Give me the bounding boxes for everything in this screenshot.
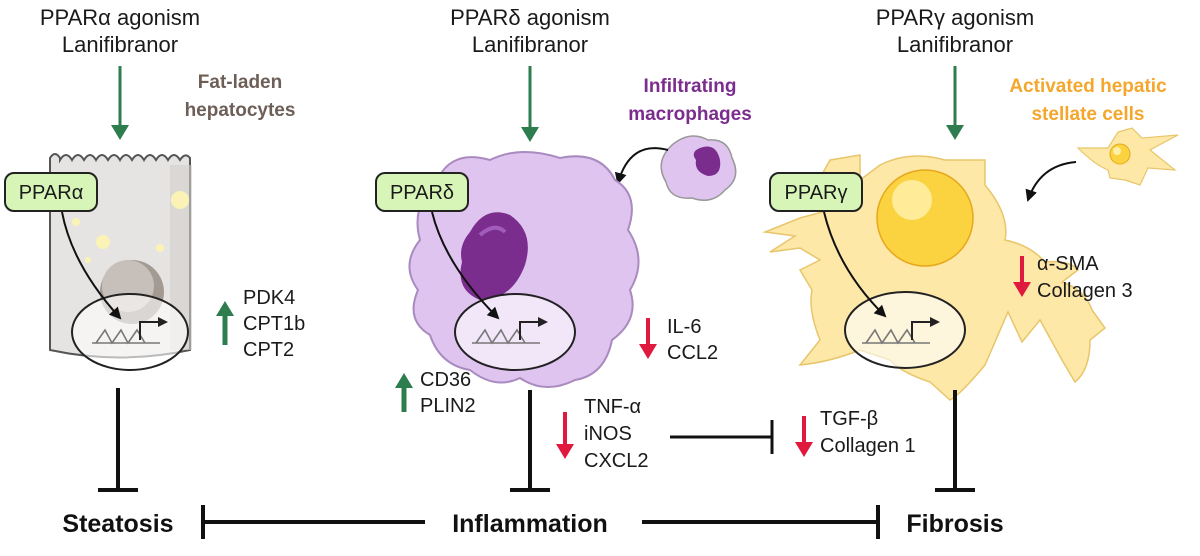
receptor-box-alpha	[4, 172, 98, 212]
outcome-steatosis: Steatosis	[62, 510, 173, 538]
small-stellate-icon	[1076, 127, 1179, 186]
agonism-label-alpha: PPARα agonism	[40, 5, 200, 30]
outcomes-row: Steatosis Inflammation Fibrosis	[62, 505, 1004, 539]
nucleus-ellipse-gamma	[844, 291, 966, 369]
nucleus-ellipse-alpha	[71, 293, 189, 371]
receptor-label-delta: PPARδ	[390, 182, 454, 204]
column-macrophage: PPARδ agonism Lanifibranor Infiltrating …	[375, 5, 774, 492]
up-gene-delta-2: PLIN2	[420, 395, 476, 417]
stellate-cell-icon	[762, 154, 1107, 401]
agonist-arrowhead-alpha	[111, 125, 129, 140]
down-gene-gamma-b-1: TGF-β	[820, 408, 878, 430]
up-gene-alpha-3: CPT2	[243, 339, 294, 361]
down-gene-delta-b-3: CXCL2	[584, 450, 648, 472]
outcome-inflammation: Inflammation	[452, 510, 608, 538]
hepatocyte-icon	[49, 153, 192, 371]
receptor-box-delta	[375, 172, 469, 212]
cell-label-stellate-2: stellate cells	[1031, 104, 1144, 125]
cell-label-hepatocytes-1: Fat-laden	[198, 72, 282, 93]
up-gene-alpha-1: PDK4	[243, 287, 295, 309]
dna-icon	[92, 328, 160, 345]
drug-label-delta: Lanifibranor	[472, 32, 588, 57]
cell-label-macrophages-1: Infiltrating	[644, 76, 737, 97]
receptor-label-gamma: PPARγ	[785, 182, 848, 204]
small-macrophage-icon	[660, 135, 737, 201]
receptor-box-gamma	[769, 172, 863, 212]
cell-label-macrophages-2: macrophages	[628, 104, 752, 125]
cell-label-stellate-1: Activated hepatic	[1009, 76, 1167, 97]
down-gene-gamma-a-1: α-SMA	[1037, 253, 1099, 275]
up-gene-alpha-2: CPT1b	[243, 313, 305, 335]
agonism-label-delta: PPARδ agonism	[450, 5, 610, 30]
column-stellate: PPARγ agonism Lanifibranor Activated hep…	[762, 5, 1179, 492]
column-hepatocyte: PPARα agonism Lanifibranor Fat-laden hep…	[4, 5, 305, 492]
down-gene-gamma-b-2: Collagen 1	[820, 435, 916, 457]
down-gene-gamma-a-2: Collagen 3	[1037, 280, 1133, 302]
drug-label-alpha: Lanifibranor	[62, 32, 178, 57]
up-gene-delta-1: CD36	[420, 369, 471, 391]
macrophage-icon	[408, 150, 640, 388]
down-gene-delta-b-2: iNOS	[584, 423, 632, 445]
receptor-label-alpha: PPARα	[19, 182, 84, 204]
cell-label-hepatocytes-2: hepatocytes	[185, 100, 296, 121]
down-gene-delta-a-2: CCL2	[667, 342, 718, 364]
outcome-fibrosis: Fibrosis	[906, 510, 1003, 538]
agonism-label-gamma: PPARγ agonism	[876, 5, 1035, 30]
down-gene-delta-a-1: IL-6	[667, 316, 701, 338]
down-gene-delta-b-1: TNF-α	[584, 396, 641, 418]
drug-label-gamma: Lanifibranor	[897, 32, 1013, 57]
